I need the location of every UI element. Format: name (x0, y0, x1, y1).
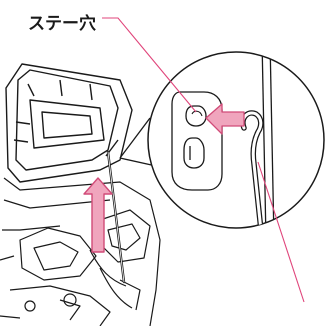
engine-bay (0, 178, 160, 326)
up-arrow-icon (84, 178, 112, 252)
hood-outline (6, 64, 132, 182)
zoom-detail-circle (148, 40, 324, 240)
